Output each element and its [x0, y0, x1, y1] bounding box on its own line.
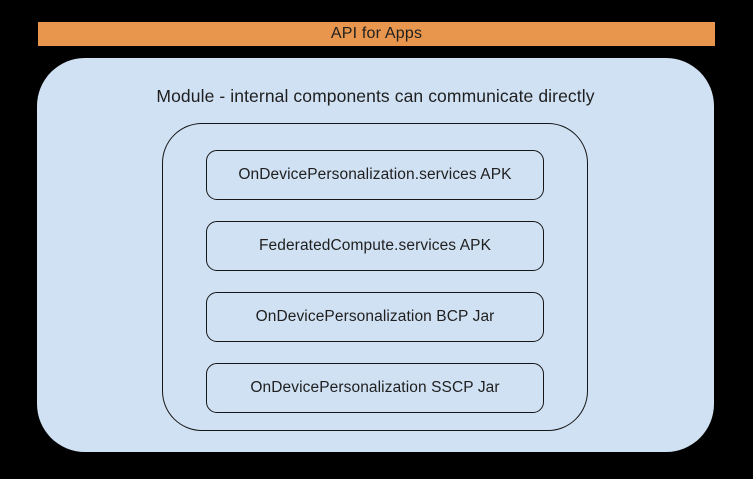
component-box-odp-services-apk: OnDevicePersonalization.services APK [206, 150, 544, 200]
component-box-odp-sscp-jar: OnDevicePersonalization SSCP Jar [206, 363, 544, 413]
component-label: OnDevicePersonalization BCP Jar [255, 308, 495, 325]
api-for-apps-banner: API for Apps [38, 22, 715, 46]
banner-label: API for Apps [330, 25, 423, 42]
component-box-odp-bcp-jar: OnDevicePersonalization BCP Jar [206, 292, 544, 342]
component-label: OnDevicePersonalization.services APK [238, 166, 512, 183]
component-label: FederatedCompute.services APK [258, 237, 492, 254]
module-title: Module - internal components can communi… [156, 86, 595, 106]
internal-components-group: OnDevicePersonalization.services APK Fed… [162, 123, 588, 431]
component-box-federatedcompute-services-apk: FederatedCompute.services APK [206, 221, 544, 271]
component-label: OnDevicePersonalization SSCP Jar [250, 379, 500, 396]
module-container: Module - internal components can communi… [37, 58, 714, 452]
